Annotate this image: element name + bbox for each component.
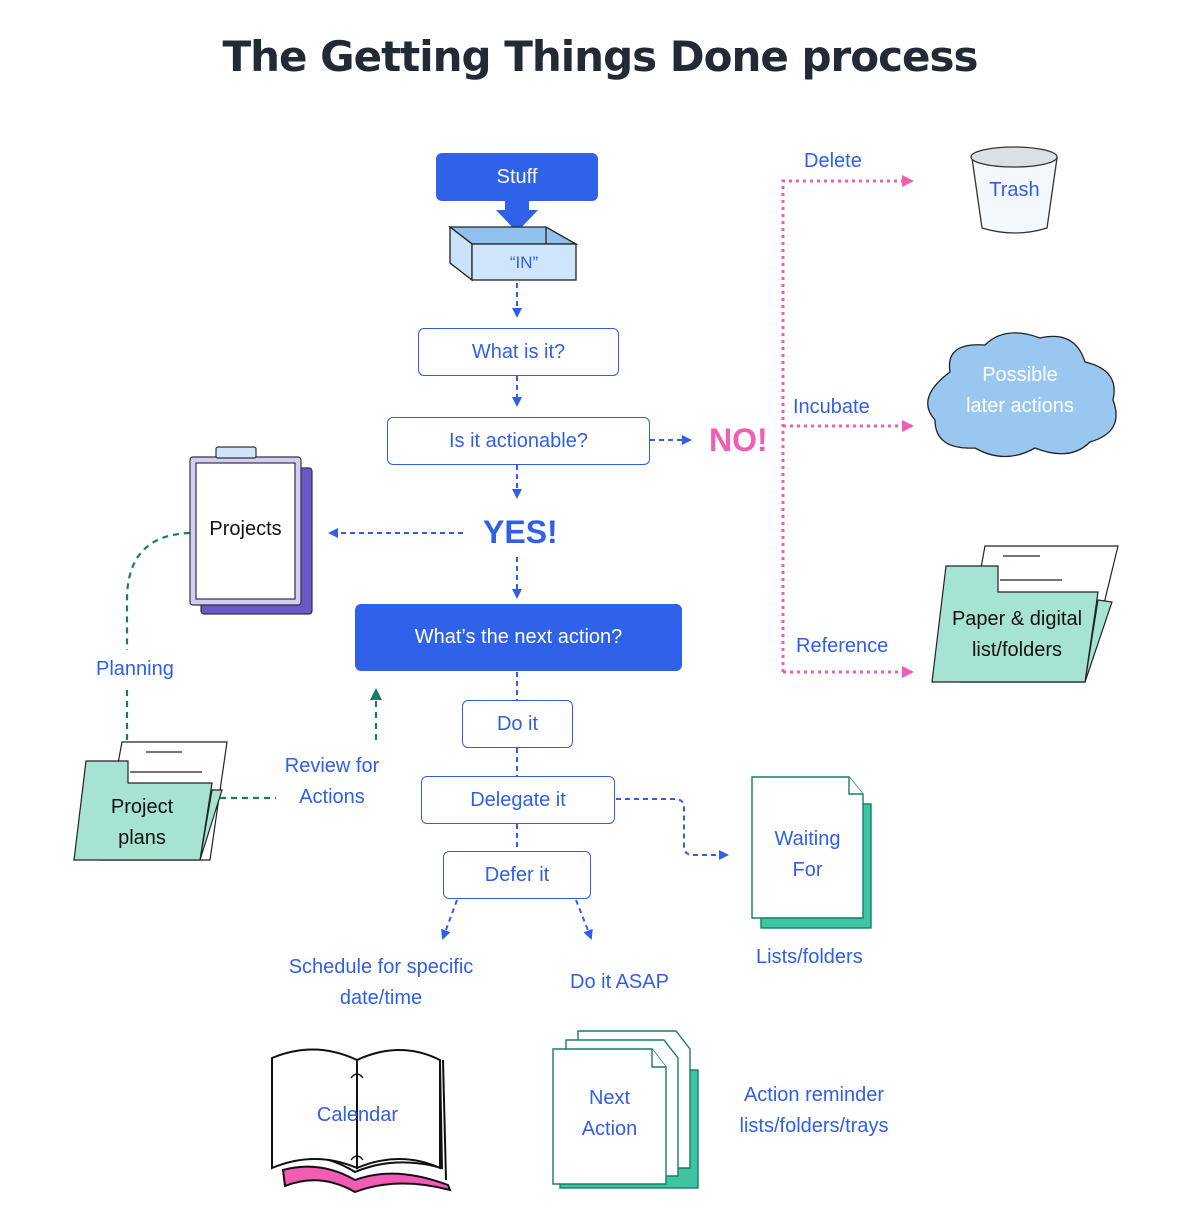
edge-delegate-waiting [616,798,729,860]
edge-label-action-reminder: Action reminder lists/folders/trays [724,1080,904,1142]
edge-label-planning: Planning [96,658,174,680]
edge-label-delete: Delete [804,150,862,172]
schedule-line-1: Schedule for specific [288,956,474,978]
calendar-book-icon [271,1048,452,1194]
next-action-line-1: Next [588,1087,631,1109]
node-inbox-label: “IN” [509,253,539,272]
action-reminder-line-1: Action reminder [743,1084,885,1106]
node-next-action-doc: Next Action [553,1083,666,1145]
edge-label-lists-folders: Lists/folders [756,946,863,968]
waiting-line-2: For [792,859,823,881]
node-stuff[interactable]: Stuff [436,153,598,201]
next-action-documents-icon [552,1030,699,1189]
review-line-2: Actions [299,786,365,808]
node-what-is-it[interactable]: What is it? [418,328,619,376]
edge-defer-schedule [441,899,458,940]
projects-clipboard-icon [189,446,313,615]
stuff-arrow [496,198,538,232]
waiting-for-document-icon [751,776,872,929]
review-line-1: Review for [284,755,380,777]
node-is-it-actionable[interactable]: Is it actionable? [387,417,650,465]
node-no: NO! [709,422,768,458]
edge-label-reference: Reference [796,635,889,657]
node-yes: YES! [483,514,558,550]
project-plans-line-2: plans [118,827,166,849]
action-reminder-line-2: lists/folders/trays [739,1115,889,1137]
edge-no-delete [781,175,914,672]
page-title: The Getting Things Done process [222,32,978,81]
possible-line-2: later actions [966,395,1074,417]
project-plans-folder-icon [73,741,228,861]
node-defer-it[interactable]: Defer it [443,851,591,899]
node-delegate-it[interactable]: Delegate it [421,776,615,824]
edge-label-asap: Do it ASAP [570,971,669,993]
edge-defer-asap [575,899,593,940]
node-project-plans: Project plans [86,792,198,854]
edge-label-review: Review for Actions [276,751,388,813]
node-next-action[interactable]: What’s the next action? [355,604,682,671]
node-do-it[interactable]: Do it [462,700,573,748]
possible-line-1: Possible [982,364,1058,386]
next-action-line-2: Action [581,1118,638,1140]
node-reference-folder: Paper & digital list/folders [938,604,1096,666]
trash-bucket-icon [970,146,1058,234]
node-calendar: Calendar [316,1104,399,1126]
edge-projects-planning [125,531,191,650]
node-waiting-for: Waiting For [752,824,863,886]
waiting-line-1: Waiting [774,828,841,850]
reference-folder-icon [931,545,1119,683]
inbox-tray-icon [448,225,579,282]
edge-label-schedule: Schedule for specific date/time [276,952,486,1014]
project-plans-line-1: Project [110,796,174,818]
node-trash: Trash [989,179,1040,201]
reference-line-1: Paper & digital [951,608,1083,630]
node-projects: Projects [209,518,282,540]
edge-label-incubate: Incubate [793,396,870,418]
schedule-line-2: date/time [339,987,423,1009]
cloud-icon [927,332,1117,458]
reference-line-2: list/folders [971,639,1063,661]
node-possible-later-actions: Possible later actions [935,360,1105,422]
